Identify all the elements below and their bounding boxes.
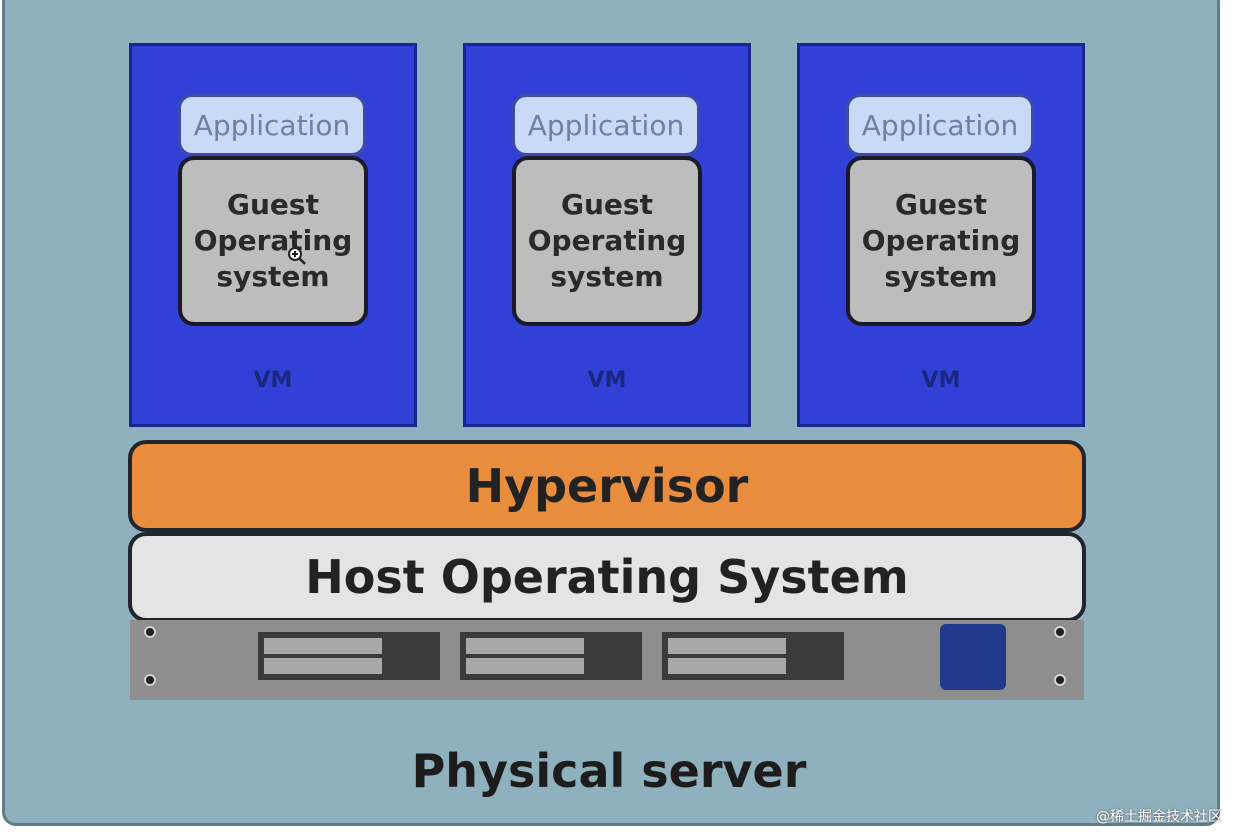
guest-os-box-2: Guest Operating system	[512, 156, 702, 326]
zoom-cursor-icon	[288, 247, 306, 265]
drive-bay-3	[662, 632, 844, 680]
guest-os-box-3: Guest Operating system	[846, 156, 1036, 326]
application-box-1: Application	[178, 94, 366, 156]
host-os-layer: Host Operating System	[128, 532, 1086, 622]
vm-box-3: Application Guest Operating system VM	[797, 43, 1085, 427]
guest-os-label-1: Guest Operating system	[193, 188, 353, 293]
application-label-2: Application	[527, 109, 685, 142]
application-label-3: Application	[861, 109, 1019, 142]
drive-slot	[264, 658, 382, 674]
drive-slot	[466, 638, 584, 654]
application-label-1: Application	[193, 109, 351, 142]
vm-box-2: Application Guest Operating system VM	[463, 43, 751, 427]
vm-label-2: VM	[587, 368, 627, 393]
drive-slot	[668, 638, 786, 654]
vm-label-3: VM	[921, 368, 961, 393]
guest-os-box-1: Guest Operating system	[178, 156, 368, 326]
screw-icon	[144, 674, 156, 686]
power-button-icon	[940, 624, 1006, 690]
hypervisor-layer: Hypervisor	[128, 440, 1086, 532]
physical-server-label: Physical server	[411, 744, 807, 798]
guest-os-label-3: Guest Operating system	[861, 188, 1021, 293]
screw-icon	[1054, 674, 1066, 686]
guest-os-label-2: Guest Operating system	[527, 188, 687, 293]
drive-slot	[466, 658, 584, 674]
screw-icon	[1054, 626, 1066, 638]
vm-label-1: VM	[253, 368, 293, 393]
application-box-2: Application	[512, 94, 700, 156]
drive-bay-1	[258, 632, 440, 680]
drive-slot	[264, 638, 382, 654]
watermark: @稀土掘金技术社区	[1096, 809, 1222, 825]
vm-box-1: Application Guest Operating system VM	[129, 43, 417, 427]
server-rack-unit	[130, 620, 1084, 700]
screw-icon	[144, 626, 156, 638]
application-box-3: Application	[846, 94, 1034, 156]
drive-bay-2	[460, 632, 642, 680]
drive-slot	[668, 658, 786, 674]
